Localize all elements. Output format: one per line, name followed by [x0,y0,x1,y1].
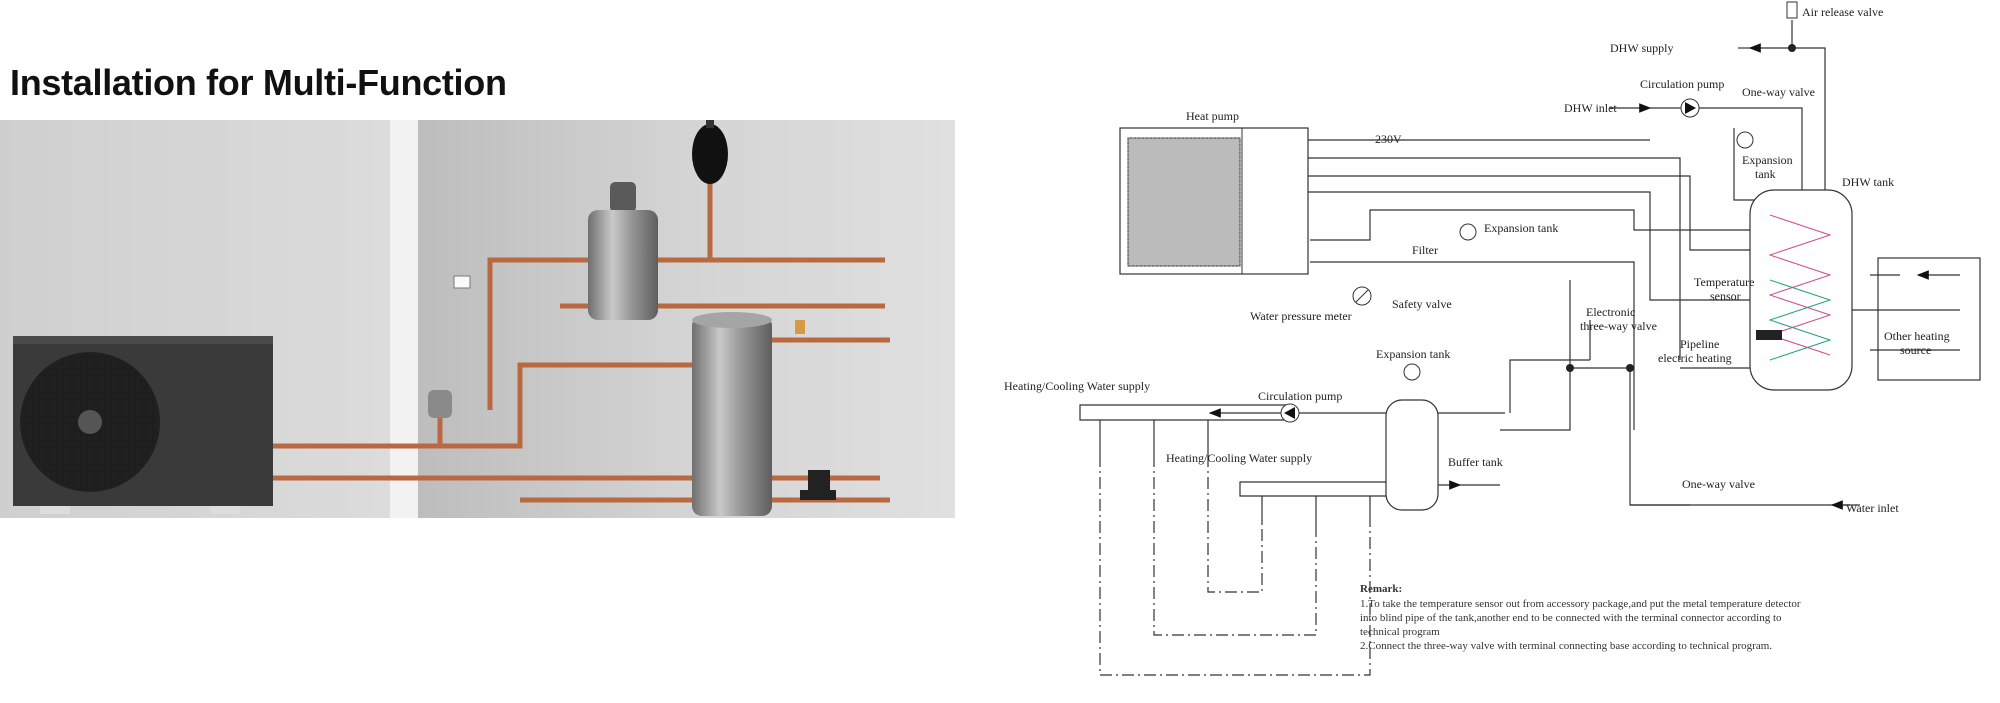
label-filter: Filter [1412,243,1438,257]
system-schematic: Air release valve DHW supply Circulation… [990,0,2000,698]
dhw-tank [692,312,772,516]
label-circulation-pump-mid: Circulation pump [1258,389,1342,403]
remark-line-2: into blind pipe of the tank,another end … [1360,612,1782,624]
label-air-release-valve: Air release valve [1802,5,1883,19]
label-hc-supply-top: Heating/Cooling Water supply [1004,379,1150,393]
remark-line-1: 1.To take the temperature sensor out fro… [1360,598,1801,610]
label-temperature-1: Temperature [1694,275,1754,289]
label-dhw-inlet: DHW inlet [1564,101,1617,115]
expansion-vessel [692,120,728,184]
label-pipeline-1: Pipeline [1680,337,1719,351]
label-dhw-tank: DHW tank [1842,175,1894,189]
label-expansion-right-1: Expansion [1742,153,1793,167]
label-dhw-supply: DHW supply [1610,41,1673,55]
label-temperature-2: sensor [1710,289,1741,303]
remark-line-3: technical program [1360,626,1440,638]
label-buffer-tank: Buffer tank [1448,455,1503,469]
label-electronic-2: three-way valve [1580,319,1657,333]
label-water-inlet: Water inlet [1846,501,1899,515]
label-safety-valve: Safety valve [1392,297,1452,311]
installation-illustration [0,120,955,518]
dhw-tank-symbol [1749,189,1853,391]
remark-line-4: 2.Connect the three-way valve with termi… [1360,640,1772,652]
label-pipeline-2: electric heating [1658,351,1732,365]
heat-pump-symbol [1119,127,1309,275]
buffer-tank-symbol [1385,363,1439,511]
label-voltage: 230V [1375,132,1402,146]
heat-pump-unit [13,336,273,514]
label-hc-supply-bottom: Heating/Cooling Water supply [1166,451,1312,465]
page-title: Installation for Multi-Function [10,62,507,103]
label-other-heating-1: Other heating [1884,329,1950,343]
label-one-way-valve-bottom: One-way valve [1682,477,1755,491]
label-one-way-valve-top: One-way valve [1742,85,1815,99]
label-circulation-pump-top: Circulation pump [1640,77,1724,91]
label-other-heating-2: source [1900,343,1931,357]
label-expansion-right-2: tank [1755,167,1776,181]
label-expansion-tank-mid: Expansion tank [1484,221,1558,235]
schematic-diagram: Air release valve DHW supply Circulation… [1004,1,1981,676]
installation-render [0,120,955,518]
upper-tank [588,182,658,320]
label-water-pressure-meter: Water pressure meter [1250,309,1352,323]
remark-heading: Remark: [1360,583,1402,595]
label-electronic-1: Electronic [1586,305,1635,319]
label-expansion-tank-buffer: Expansion tank [1376,347,1450,361]
label-heat-pump: Heat pump [1186,109,1239,123]
